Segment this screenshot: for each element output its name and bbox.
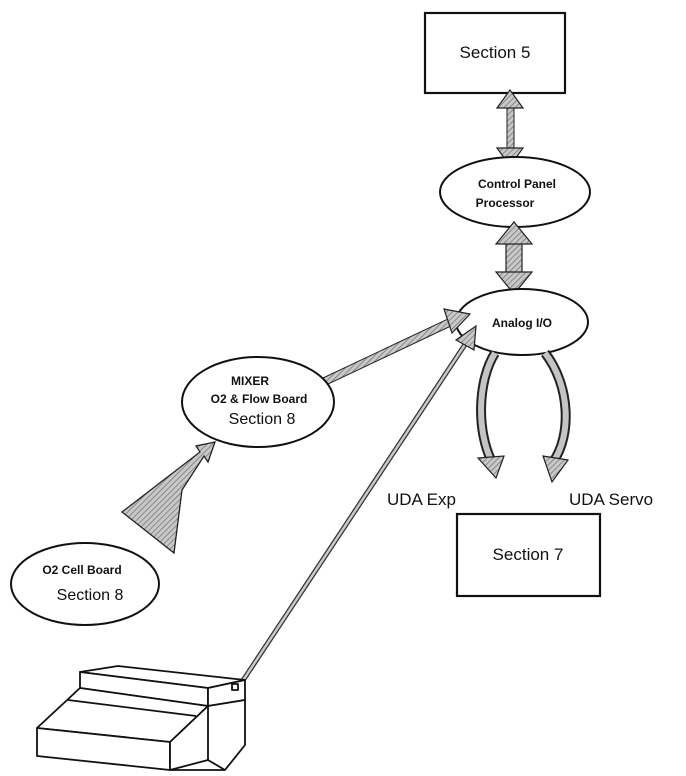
o2-cell-section-label: Section 8: [57, 587, 124, 604]
mixer-section-label: Section 8: [229, 411, 296, 428]
arrow-mixer-analog-io: [322, 308, 472, 386]
section-5-label: Section 5: [460, 43, 531, 62]
section-7-box: Section 7: [455, 512, 602, 598]
section-7-label: Section 7: [493, 545, 564, 564]
arrow-control-panel-analog-io: [494, 221, 534, 295]
analog-io-node: Analog I/O: [455, 288, 589, 356]
processor-label: Processor: [476, 196, 535, 210]
uda-exp-label: UDA Exp: [387, 490, 456, 509]
arrow-o2-cell-mixer: [120, 441, 216, 555]
analog-io-label: Analog I/O: [492, 316, 552, 330]
control-panel-label: Control Panel: [478, 177, 556, 191]
o2-cell-board-node: O2 Cell Board Section 8: [10, 542, 160, 626]
arrow-analog-io-uda-servo: [540, 349, 571, 484]
control-panel-device-icon: [36, 665, 246, 771]
uda-servo-label: UDA Servo: [569, 490, 653, 509]
arrow-analog-io-uda-exp: [476, 350, 505, 480]
control-panel-processor-node: Control Panel Processor: [439, 156, 591, 228]
arrow-device-analog-io: [235, 324, 477, 690]
mixer-node: MIXER O2 & Flow Board Section 8: [181, 356, 335, 448]
section-5-box: Section 5: [423, 11, 567, 95]
mixer-board-label: O2 & Flow Board: [211, 392, 308, 406]
mixer-label: MIXER: [231, 374, 269, 388]
arrow-section5-control-panel: [495, 88, 525, 168]
o2-cell-board-label: O2 Cell Board: [42, 563, 121, 577]
